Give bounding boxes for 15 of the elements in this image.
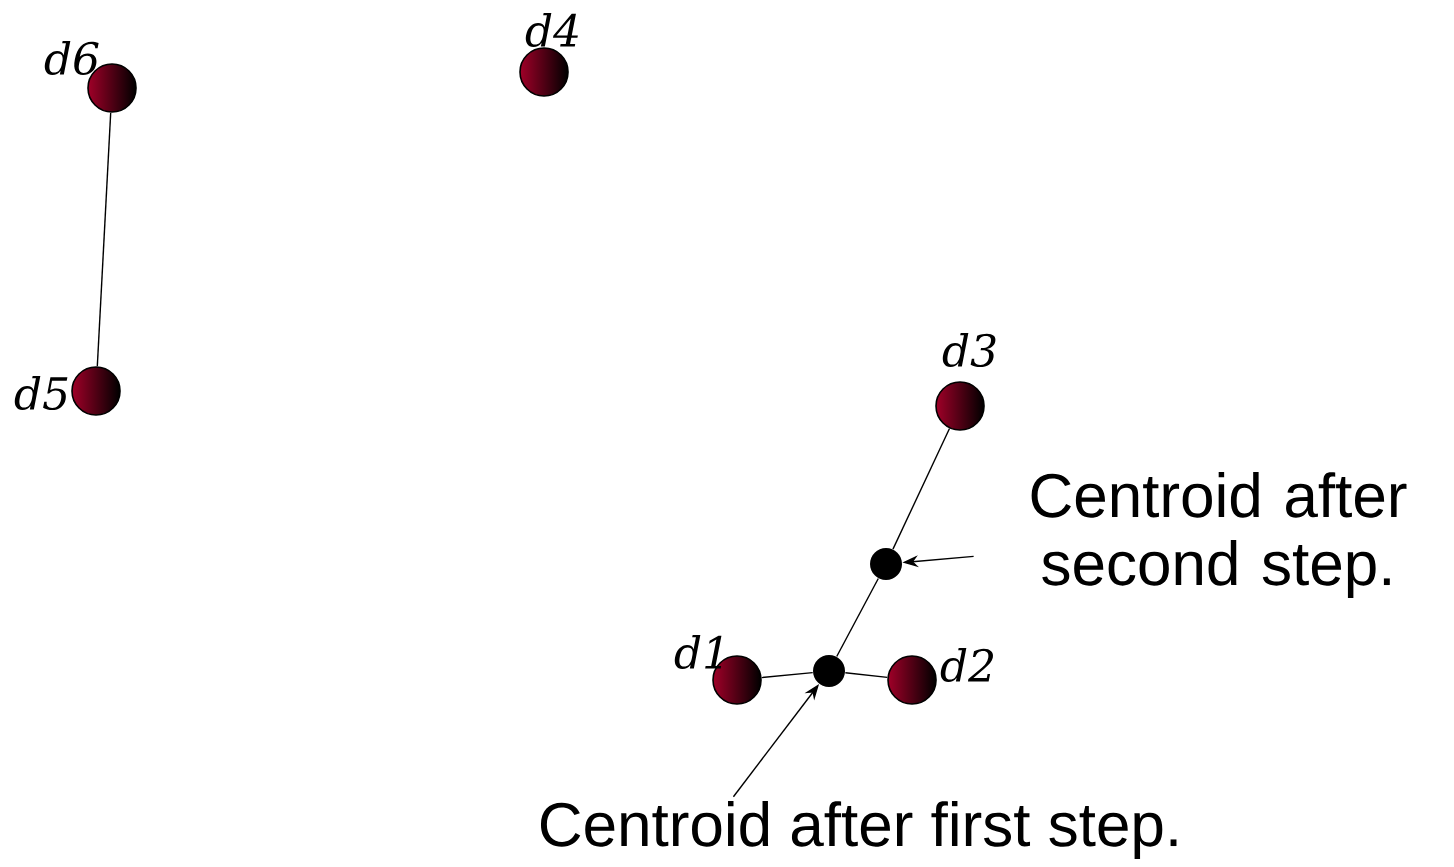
point-label: d4 <box>525 12 578 48</box>
point-label: d6 <box>44 40 99 76</box>
centroid-dot <box>870 548 902 580</box>
connecting-line <box>892 427 951 550</box>
point-label: d1 <box>674 634 722 670</box>
point-label: d3 <box>942 332 996 368</box>
annotation-text: Centroid after second step. <box>1031 472 1407 598</box>
annotation-text: Centroid after first step. <box>540 801 1177 859</box>
connecting-line <box>836 577 879 658</box>
connecting-line <box>761 671 814 679</box>
centroid-dot <box>813 655 845 687</box>
connecting-line <box>96 112 112 367</box>
point-label: d5 <box>14 375 68 411</box>
connecting-line <box>844 672 889 679</box>
point-label: d2 <box>940 648 993 683</box>
